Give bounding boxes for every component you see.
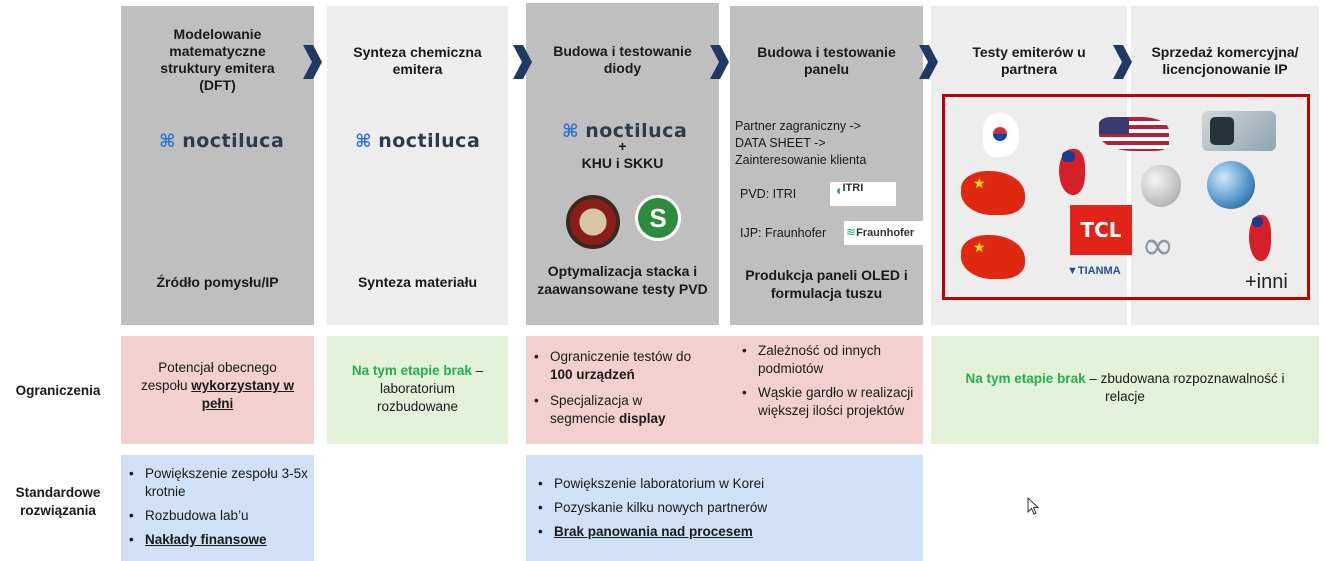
apple-logo-icon xyxy=(1141,165,1181,207)
itri-logo: ◖ITRI xyxy=(830,182,896,206)
ograniczenia-cell-5: Na tym etapie brak – zbudowana rozpoznaw… xyxy=(931,336,1319,444)
list-item: Nakłady finansowe xyxy=(125,531,309,549)
tianma-logo: ▼TIANMA xyxy=(1067,265,1121,277)
stage-dioda: Budowa i testowanie diody ⌘noctiluca + K… xyxy=(526,3,719,325)
ograniczenia-list-left: Ograniczenie testów do 100 urządzeń Spec… xyxy=(530,348,710,428)
chevron-right-icon xyxy=(919,45,938,79)
ijp-label: IJP: Fraunhofer xyxy=(740,226,827,240)
khu-seal-icon xyxy=(566,195,620,249)
ograniczenia-cell-1: Potencjał obecnego zespołu wykorzystany … xyxy=(121,336,314,444)
list-item: Pozyskanie kilku nowych partnerów xyxy=(534,499,914,517)
noctiluca-mark-icon: ⌘ xyxy=(355,131,373,152)
stage-title: Budowa i testowanie panelu xyxy=(757,44,896,77)
panel-lines: Partner zagraniczny -> DATA SHEET -> Zai… xyxy=(735,118,866,169)
standardowe-list-3: Powiększenie laboratorium w Korei Pozysk… xyxy=(534,475,914,541)
stage-bottom: Optymalizacja stacka i zaawansowane test… xyxy=(537,263,708,297)
ograniczenia-cell-3: Ograniczenie testów do 100 urządzeń Spec… xyxy=(526,336,923,444)
chevron-right-icon xyxy=(303,45,322,79)
chevron-right-icon xyxy=(710,45,729,79)
stage-title: Modelowanie matematyczne struktury emite… xyxy=(160,26,275,93)
list-item: Specjalizacja w segmencie display xyxy=(530,392,710,428)
standardowe-cell-1: Powiększenie zespołu 3-5x krotnie Rozbud… xyxy=(121,455,314,561)
list-item: Powiększenie zespołu 3-5x krotnie xyxy=(125,465,309,501)
list-item: Brak panowania nad procesem xyxy=(534,523,914,541)
globe-icon xyxy=(1207,161,1255,209)
stage-bottom: Źródło pomysłu/IP xyxy=(156,274,279,290)
stage-bottom: Produkcja paneli OLED i formulacja tuszu xyxy=(745,267,908,301)
usa-flag-icon xyxy=(1099,117,1169,151)
noctiluca-mark-icon: ⌘ xyxy=(159,131,177,152)
partners-panel: ★ TCL ★ ∞ ▼TIANMA +inni xyxy=(942,94,1310,300)
row-label-standardowe: Standardowe rozwiązania xyxy=(15,485,101,518)
standardowe-cell-3: Powiększenie laboratorium w Korei Pozysk… xyxy=(526,455,923,561)
fraunhofer-mark-icon: ≋ xyxy=(846,225,857,239)
fraunhofer-logo: ≋Fraunhofer xyxy=(844,221,923,245)
taiwan-flag-icon xyxy=(1249,215,1271,261)
apple-watch-icon xyxy=(1202,111,1276,151)
ograniczenia-cell-2: Na tym etapie brak – laboratorium rozbud… xyxy=(327,336,508,444)
stage-panel: Budowa i testowanie panelu Partner zagra… xyxy=(730,6,923,325)
noctiluca-logo: ⌘noctiluca xyxy=(355,130,481,152)
china-flag-icon: ★ xyxy=(961,171,1025,215)
stage-title: Budowa i testowanie diody xyxy=(553,43,692,76)
list-item: Zależność od innych podmiotów xyxy=(738,342,914,378)
noctiluca-mark-icon: ⌘ xyxy=(562,121,580,142)
infinity-logo-icon: ∞ xyxy=(1141,223,1175,269)
itri-mark-icon: ◖ xyxy=(834,182,843,198)
stage-title: Synteza chemiczna emitera xyxy=(353,44,482,77)
skku-logo-icon: S xyxy=(635,195,681,241)
stage-bottom: Synteza materiału xyxy=(357,274,478,290)
noctiluca-logo: ⌘noctiluca xyxy=(159,130,285,152)
list-item: Powiększenie laboratorium w Korei xyxy=(534,475,914,493)
row-label-ograniczenia: Ograniczenia xyxy=(15,383,101,398)
tianma-mark-icon: ▼ xyxy=(1067,265,1078,277)
noctiluca-logo: ⌘noctiluca xyxy=(562,120,688,142)
ograniczenia-list-right: Zależność od innych podmiotów Wąskie gar… xyxy=(738,342,914,420)
partners-khu-skku: KHU i SKKU xyxy=(581,155,664,171)
pvd-label: PVD: ITRI xyxy=(740,187,797,201)
plus-sign: + xyxy=(618,138,627,154)
list-item: Rozbudowa lab’u xyxy=(125,507,309,525)
chevron-right-icon xyxy=(513,45,532,79)
list-item: Ograniczenie testów do 100 urządzeń xyxy=(530,348,710,384)
stage-testy: Testy emiterów u partnera xyxy=(931,6,1127,325)
panel-line: DATA SHEET -> xyxy=(735,136,826,150)
stage-synteza: Synteza chemiczna emitera ⌘noctiluca Syn… xyxy=(327,6,508,325)
stage-modelowanie: Modelowanie matematyczne struktury emite… xyxy=(121,6,314,325)
china-flag-icon: ★ xyxy=(961,235,1025,279)
stage-title: Sprzedaż komercyjna/ licencjonowanie IP xyxy=(1151,44,1299,77)
tcl-logo: TCL xyxy=(1070,205,1132,255)
standardowe-list-1: Powiększenie zespołu 3-5x krotnie Rozbud… xyxy=(125,465,309,549)
list-item: Wąskie gardło w realizacji większej iloś… xyxy=(738,384,914,420)
korea-flag-icon xyxy=(983,113,1019,157)
panel-line: Zainteresowanie klienta xyxy=(735,153,867,167)
panel-line: Partner zagraniczny -> xyxy=(735,119,862,133)
taiwan-flag-icon xyxy=(1059,149,1085,195)
chevron-right-icon xyxy=(1113,45,1132,79)
stage-title: Testy emiterów u partnera xyxy=(972,44,1086,77)
mouse-cursor-icon xyxy=(1027,497,1039,515)
others-label: +inni xyxy=(1245,271,1288,293)
